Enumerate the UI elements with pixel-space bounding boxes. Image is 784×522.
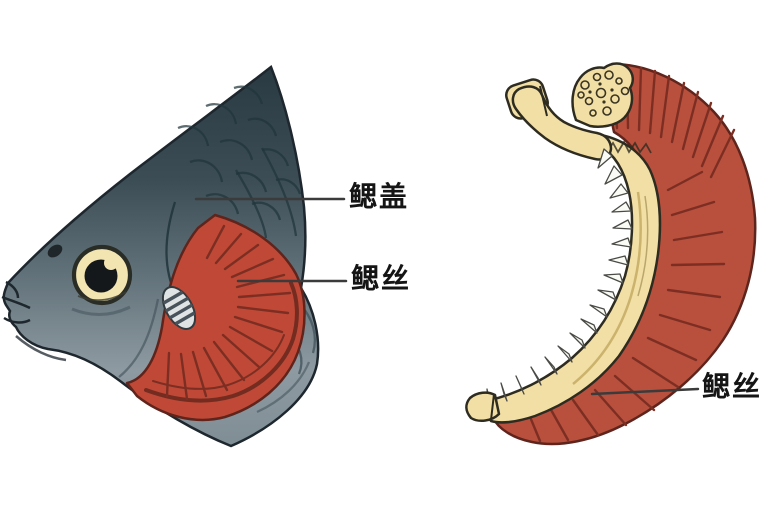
- gill-arch-bone: [485, 132, 662, 424]
- label-gill-filaments-left: 鳃丝: [351, 262, 412, 295]
- label-gill-cover: 鳃盖: [349, 180, 410, 213]
- fish-nostril: [47, 244, 63, 258]
- bone-inner-line: [637, 195, 649, 297]
- fish-eye: [71, 244, 133, 316]
- gill-arch-crest: [571, 62, 634, 128]
- cheek-crease-line: [118, 298, 160, 378]
- gill-arch-handle: [505, 78, 613, 161]
- operculum-edge-line: [260, 147, 298, 237]
- bone-inner-line: [572, 191, 642, 385]
- leader-line-gill-filaments-right: [590, 387, 700, 396]
- body-gill-line: [256, 361, 311, 414]
- fish-mouth: [1, 280, 67, 362]
- fish-eye-highlight: [104, 256, 118, 270]
- gill-rakers: [486, 148, 633, 408]
- operculum-edge-line: [235, 169, 268, 239]
- fish-head-illustration: [1, 64, 320, 448]
- gill-arch-illustration: [465, 62, 757, 446]
- gill-filaments-fan-left: [125, 213, 306, 422]
- gill-arch-tip: [465, 391, 501, 423]
- gill-raker-patch: [161, 286, 197, 330]
- bone-zigzag-line: [606, 140, 652, 154]
- label-gill-filaments-right: 鳃丝: [702, 370, 763, 403]
- filament-streaks-left: [165, 224, 292, 401]
